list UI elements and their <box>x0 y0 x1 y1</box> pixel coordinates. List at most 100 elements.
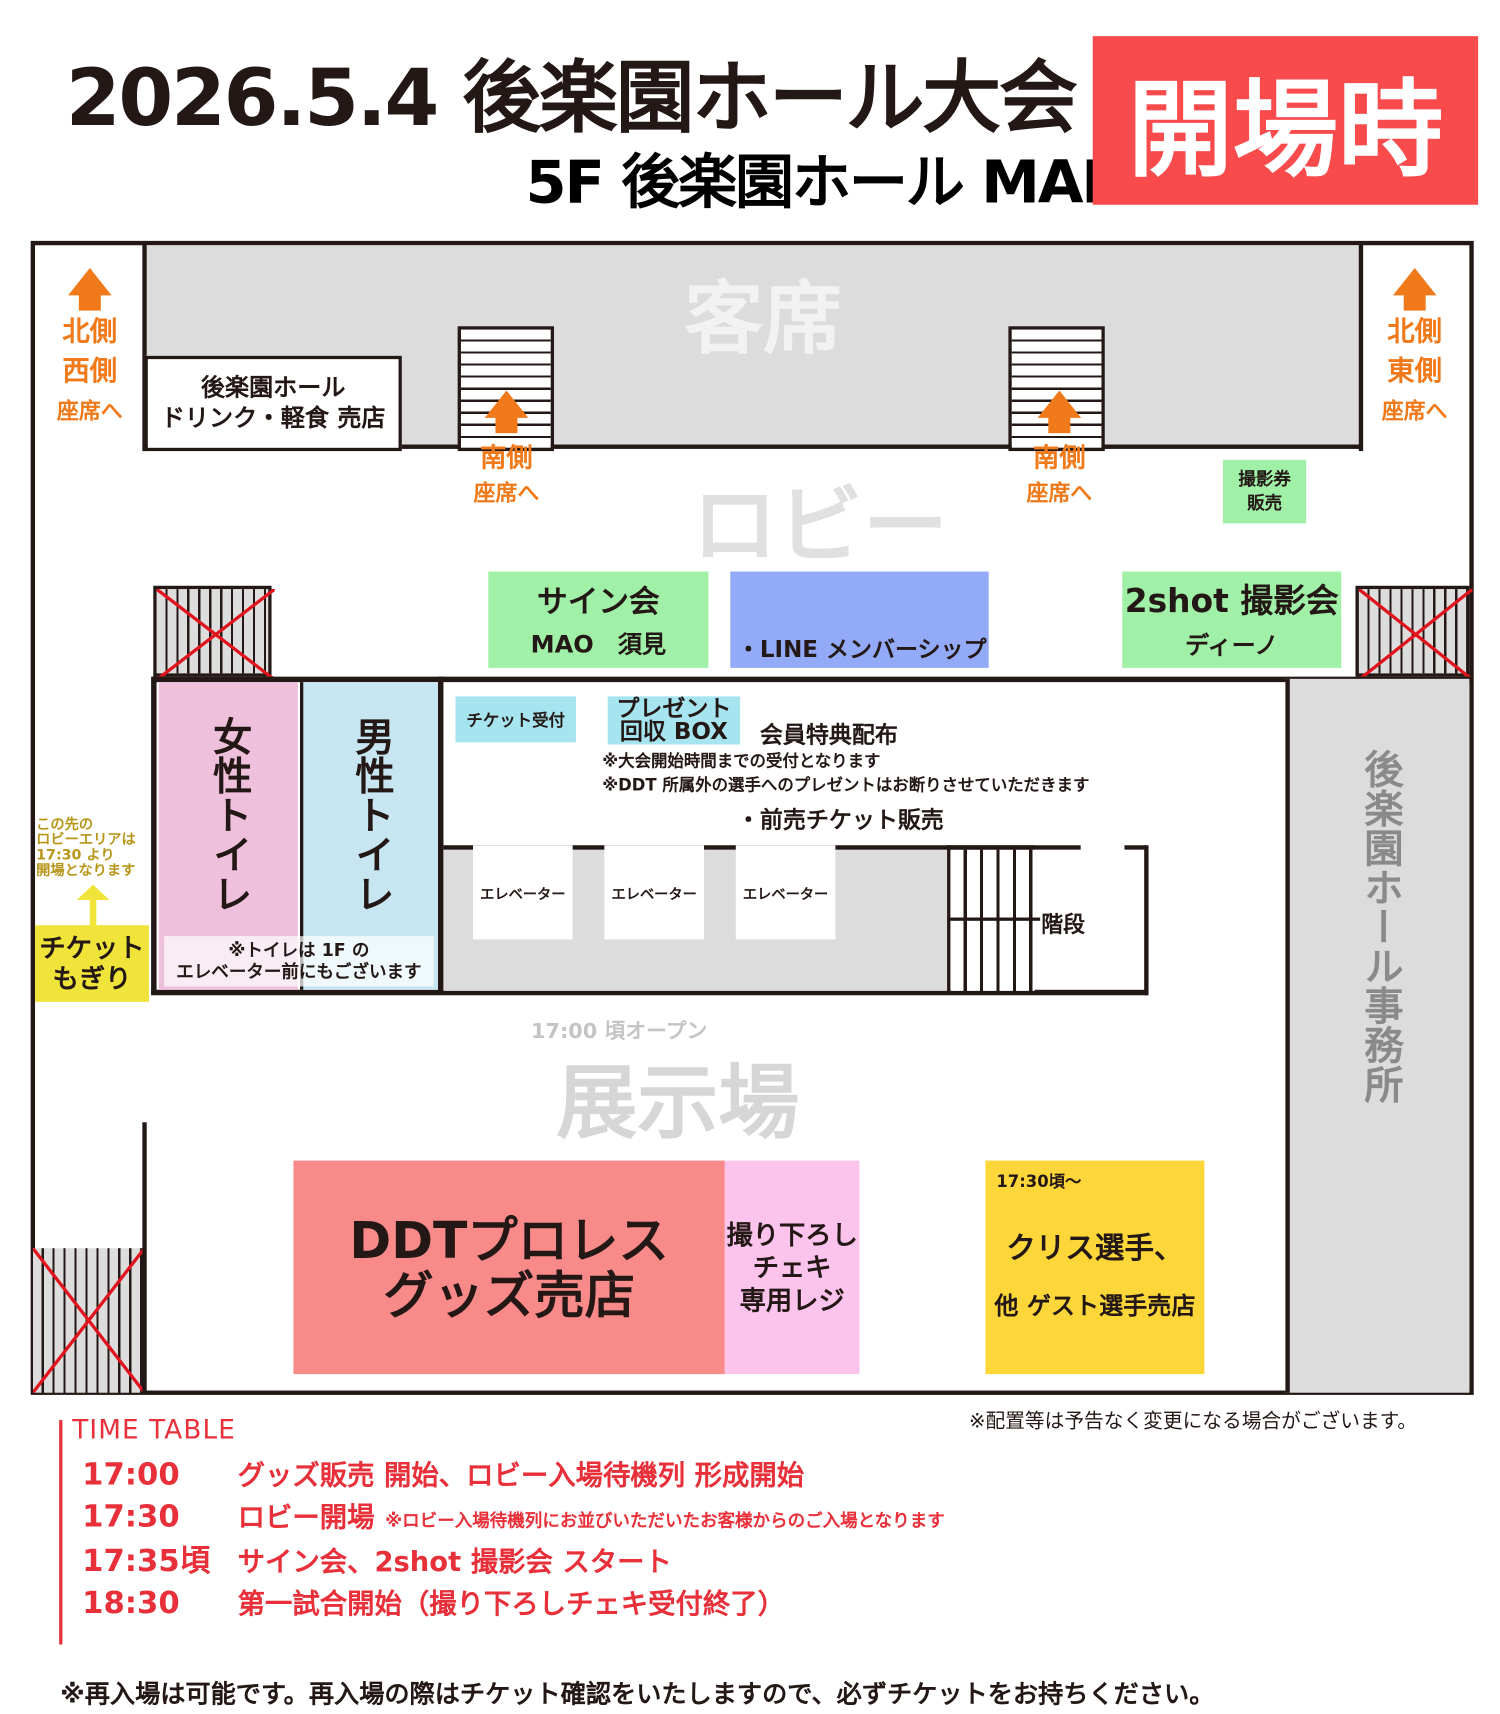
booth-label: 販売 <box>1247 492 1283 514</box>
arrow-up-icon: 🡅 <box>483 387 529 438</box>
direction-label: 北側 <box>1387 315 1442 348</box>
timetable: 17:00 グッズ販売 開始、ロビー入場待機列 形成開始 17:30 ロビー開場 ※… <box>82 1454 945 1624</box>
north-west-direction: 🡅 北側 西側 座席へ <box>44 268 136 430</box>
elevator-label: エレベーター <box>480 886 566 903</box>
direction-label: 座席へ <box>56 397 123 424</box>
arrow-stem <box>89 897 97 927</box>
opening-badge: 開場時 <box>1092 36 1479 205</box>
direction-label: 座席へ <box>473 479 540 506</box>
wall <box>1124 845 1147 850</box>
row-note: ※ロビー入場待機列にお並びいただいたお客様からのご入場となります <box>385 1509 945 1531</box>
ticket-reception: チケット受付 <box>455 696 576 743</box>
wall <box>437 676 444 995</box>
row-event: グッズ販売 開始、ロビー入場待機列 形成開始 <box>237 1459 805 1492</box>
ticket-reception-label: チケット受付 <box>466 710 565 730</box>
note-line: 開場となります <box>36 862 136 880</box>
men-toilet-label: 男性トイレ <box>348 715 394 913</box>
row-event: ロビー開場 <box>237 1501 375 1533</box>
arrow-up-icon: 🡅 <box>1036 387 1082 438</box>
note-line: この先の <box>36 816 94 834</box>
north-east-direction: 🡅 北側 東側 座席へ <box>1369 268 1461 430</box>
direction-label: 南側 <box>480 442 533 473</box>
drink-shop: 後楽園ホール ドリンク・軽食 売店 <box>144 355 402 452</box>
booth-title: サイン会 <box>537 583 660 620</box>
note-line: 17:30 より <box>36 847 115 864</box>
layout-disclaimer: ※配置等は予告なく変更になる場合がございます。 <box>968 1410 1418 1434</box>
arrow-up-icon <box>76 884 110 901</box>
row-event: サイン会、2shot 撮影会 スタート <box>237 1545 672 1578</box>
women-toilet-label: 女性トイレ <box>206 715 252 913</box>
floor-map <box>30 240 1474 1395</box>
booth-line: ・LINE メンバーシップ <box>736 636 987 663</box>
ddt-goods-shop: DDTプロレス グッズ売店 <box>293 1160 725 1375</box>
elevator: エレベーター <box>735 845 836 940</box>
direction-label: 北側 <box>62 315 118 348</box>
note-line: ※大会開始時間までの受付となります <box>602 751 881 771</box>
timetable-row: 18:30 第一試合開始（撮り下ろしチェキ受付終了） <box>82 1582 945 1624</box>
cross-icon <box>156 589 275 680</box>
elevator: エレベーター <box>472 845 573 940</box>
closed-stairs-left <box>153 585 275 680</box>
cheki-line: チェキ <box>752 1252 832 1283</box>
present-box-line: 回収 BOX <box>619 718 728 745</box>
ddt-shop-line: グッズ売店 <box>383 1265 636 1325</box>
arrow-up-icon: 🡅 <box>1392 264 1438 316</box>
direction-label: 座席へ <box>1026 479 1093 506</box>
wall <box>151 676 157 995</box>
row-time: 17:00 <box>82 1456 180 1493</box>
ddt-shop-line: DDTプロレス <box>349 1210 669 1270</box>
south-right-direction: 🡅 南側 座席へ <box>1007 385 1111 510</box>
timetable-title: TIME TABLE <box>72 1414 236 1446</box>
cross-icon <box>32 1248 145 1393</box>
booth-names: MAO 須見 <box>530 631 667 660</box>
wall <box>142 1122 147 1394</box>
wall <box>1144 845 1149 996</box>
timetable-bar <box>59 1420 63 1645</box>
cheki-line: 専用レジ <box>739 1284 845 1316</box>
map-subtitle: 5F 後楽園ホール MAP <box>525 147 1125 217</box>
wall <box>142 243 147 452</box>
timetable-row: 17:30 ロビー開場 ※ロビー入場待機列にお並びいただいたお客様からのご入場とな… <box>82 1496 945 1541</box>
lobby-opening-note: この先の ロビーエリアは 17:30 より 開場となります <box>36 816 136 880</box>
guest-shop: 17:30頃〜 クリス選手、 他 ゲスト選手売店 <box>985 1160 1205 1375</box>
present-box-line: プレゼント <box>616 695 732 722</box>
row-time: 17:30 <box>82 1497 180 1534</box>
sign-event-booth: サイン会 MAO 須見 <box>488 571 709 668</box>
hall-office-label: 後楽園ホール事務所 <box>1357 748 1403 1104</box>
toilet-note: ※トイレは 1F の エレベーター前にもございます <box>164 936 434 987</box>
present-notes: ※大会開始時間までの受付となります ※DDT 所属外の選手へのプレゼントはお断り… <box>602 749 1089 797</box>
closed-stairs-bottom <box>32 1248 145 1393</box>
line-membership-booth: ・LINE メンバーシップ 会員特典配布 ・前売チケット販売 <box>730 571 989 833</box>
direction-label: 西側 <box>62 354 118 387</box>
opening-badge-label: 開場時 <box>1127 68 1444 192</box>
ticket-check-line: チケット <box>39 932 145 964</box>
stairs-south-left <box>457 326 555 452</box>
photo-ticket-booth: 撮影券 販売 <box>1223 459 1307 524</box>
direction-label: 南側 <box>1033 442 1086 473</box>
seating-label: 客席 <box>684 272 842 365</box>
row-event: 第一試合開始（撮り下ろしチェキ受付終了） <box>237 1587 786 1620</box>
twoshot-booth: 2shot 撮影会 ディーノ <box>1122 571 1342 668</box>
drink-shop-line1: 後楽園ホール <box>200 373 346 402</box>
wall <box>947 917 1041 921</box>
note-line: エレベーター前にもございます <box>176 961 422 983</box>
direction-label: 座席へ <box>1381 397 1448 424</box>
drink-shop-line2: ドリンク・軽食 売店 <box>160 404 386 432</box>
exhibition-label: 展示場 <box>556 1056 800 1151</box>
hall-office: 後楽園ホール事務所 <box>1285 678 1470 1393</box>
wall <box>151 989 1148 996</box>
row-time: 17:35頃 <box>82 1542 211 1579</box>
cheki-line: 撮り下ろし <box>726 1219 858 1250</box>
booth-names: ディーノ <box>1185 632 1279 661</box>
ticket-check: チケット もぎり <box>35 925 149 1002</box>
elevator-label: エレベーター <box>611 886 697 903</box>
closed-stairs-right <box>1355 585 1473 680</box>
elevator-label: エレベーター <box>742 886 829 903</box>
wall <box>153 676 1473 683</box>
wall <box>947 845 1081 850</box>
guest-shop-time: 17:30頃〜 <box>996 1171 1082 1192</box>
row-time: 18:30 <box>82 1584 180 1621</box>
note-line: ※トイレは 1F の <box>228 939 370 961</box>
ticket-check-line: もぎり <box>52 963 132 995</box>
direction-label: 東側 <box>1387 354 1442 387</box>
